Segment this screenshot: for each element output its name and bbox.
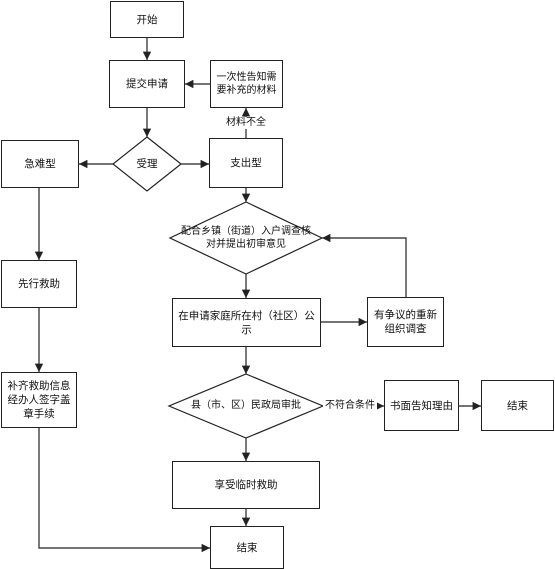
start-node: 开始: [110, 1, 184, 38]
enjoy-aid-node: 享受临时救助: [172, 461, 320, 509]
submit-application-node: 提交申请: [109, 60, 185, 108]
survey-label: 配合乡镇（街道）入户调查核对并提出初审意见: [181, 226, 311, 250]
incomplete-materials-label: 材料不全: [222, 117, 270, 129]
urgent-type-node: 急难型: [1, 140, 79, 188]
accept-diamond: [112, 136, 182, 192]
end-right-node: 结束: [481, 380, 554, 431]
pre-aid-node: 先行救助: [1, 260, 77, 308]
edge-reinvestigate-survey: [322, 233, 407, 297]
expense-type-node: 支出型: [209, 138, 283, 188]
accept-label: 受理: [136, 158, 158, 170]
notify-materials-node: 一次性告知需要补充的材料: [210, 60, 283, 108]
reinvestigate-node: 有争议的重新组织调查: [367, 297, 444, 347]
written-notice-node: 书面告知理由: [384, 380, 459, 431]
edge-supplement-end: [38, 428, 210, 553]
publicize-node: 在申请家庭所在村（社区）公示: [172, 298, 321, 347]
not-qualified-label: 不符合条件: [323, 400, 377, 412]
supplement-procedure-node: 补齐救助信息经办人签字盖章手续: [1, 372, 77, 428]
county-review-label: 县（市、区）民政局审批: [191, 400, 301, 411]
end-bottom-node: 结束: [210, 526, 284, 569]
